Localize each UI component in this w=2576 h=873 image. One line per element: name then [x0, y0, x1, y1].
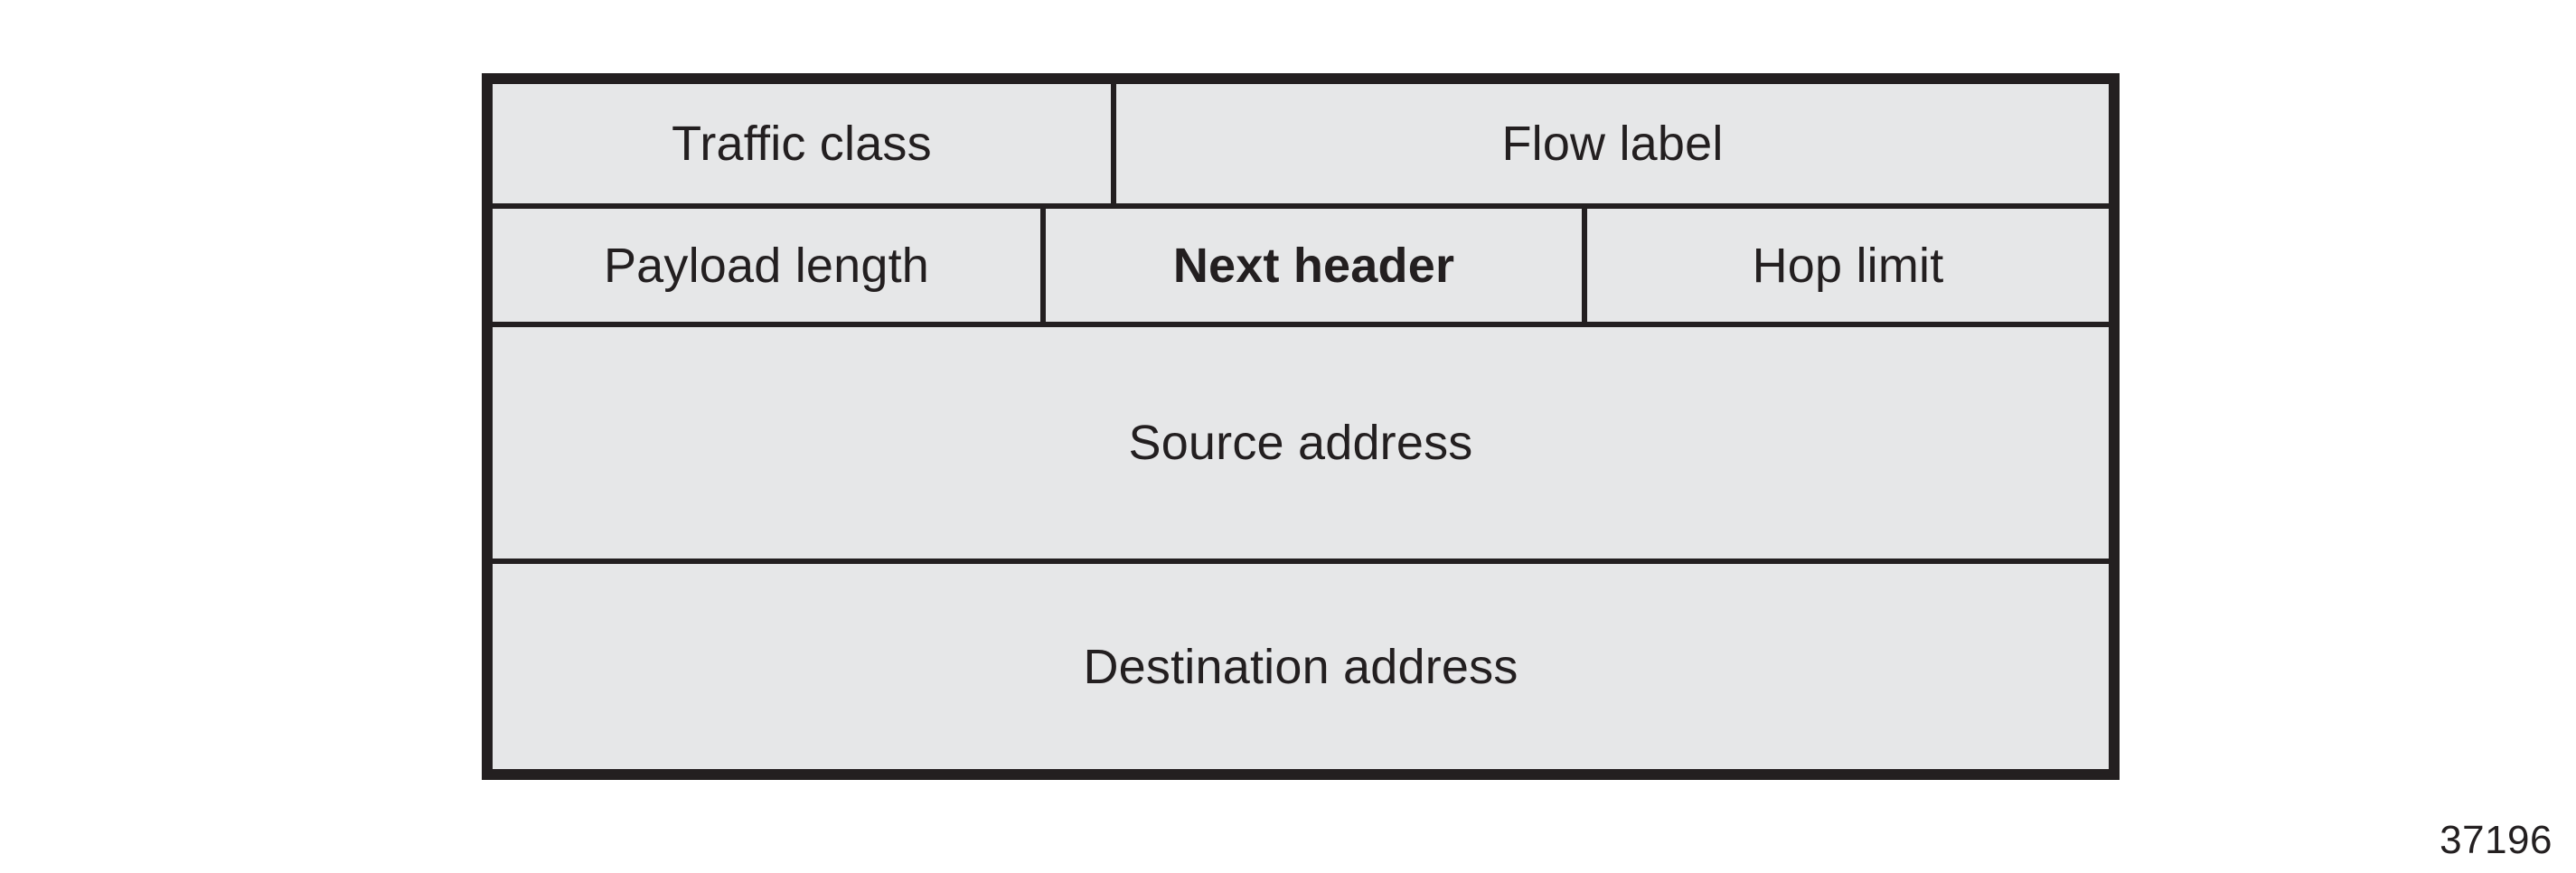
field-flow-label: Flow label [1111, 84, 2109, 203]
figure-number: 37196 [2440, 818, 2552, 862]
field-destination-address: Destination address [493, 564, 2109, 769]
header-row-3: Source address [493, 322, 2109, 559]
field-next-header-label: Next header [1172, 238, 1455, 293]
field-hop-limit: Hop limit [1582, 209, 2109, 322]
header-row-2: Payload length Next header Hop limit [493, 203, 2109, 322]
field-flow-label-label: Flow label [1501, 117, 1724, 171]
field-traffic-class-label: Traffic class [672, 117, 932, 171]
field-payload-length: Payload length [493, 209, 1040, 322]
field-source-address: Source address [493, 327, 2109, 559]
field-payload-length-label: Payload length [603, 238, 930, 293]
field-traffic-class: Traffic class [493, 84, 1111, 203]
field-source-address-label: Source address [1128, 416, 1473, 470]
packet-header-diagram: Traffic class Flow label Payload length … [482, 73, 2120, 780]
field-destination-address-label: Destination address [1083, 639, 1518, 694]
field-hop-limit-label: Hop limit [1752, 238, 1944, 293]
field-next-header: Next header [1040, 209, 1582, 322]
header-row-1: Traffic class Flow label [493, 84, 2109, 203]
header-row-4: Destination address [493, 559, 2109, 769]
